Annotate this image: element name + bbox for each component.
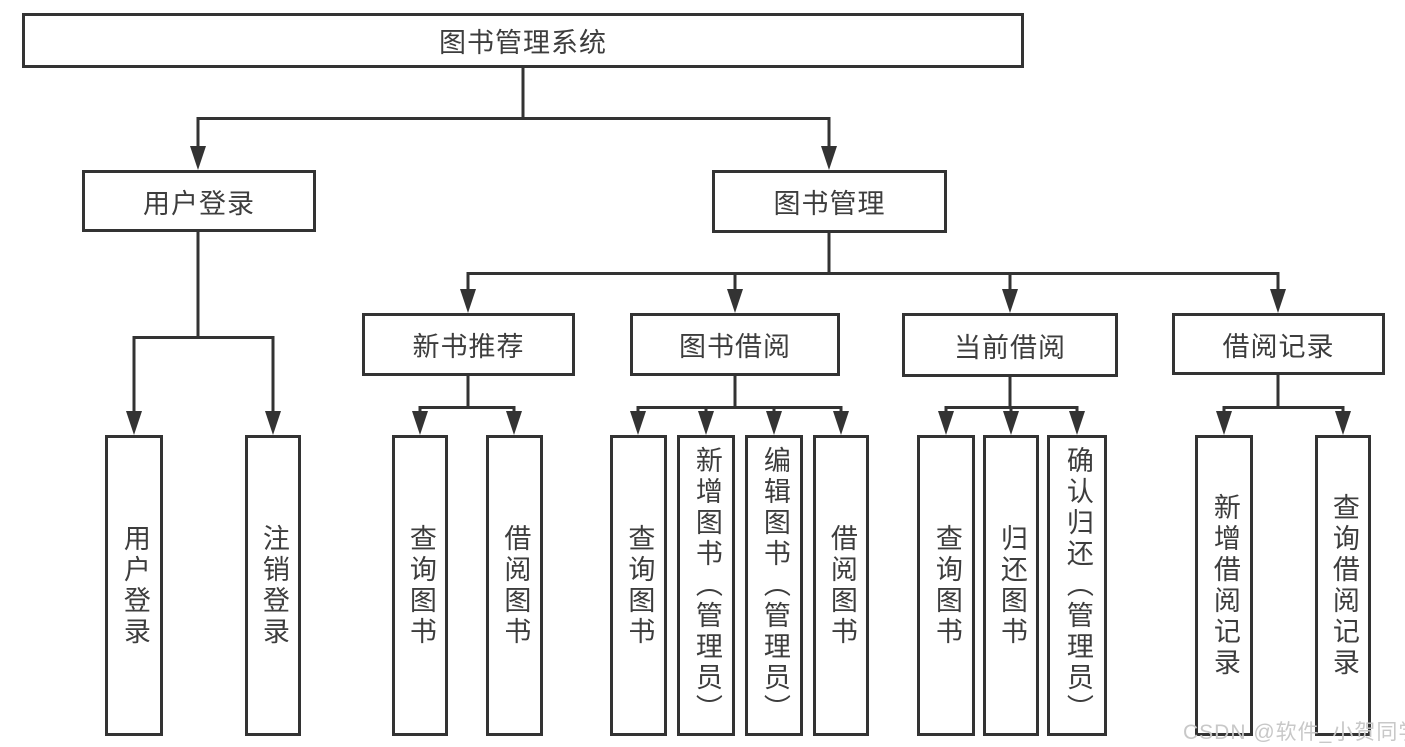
- node-user-login-leaf-label: 用户登录: [119, 523, 150, 648]
- node-query-borrow-record: 查询借阅记录: [1315, 435, 1371, 736]
- node-user-login-leaf: 用户登录: [105, 435, 163, 736]
- node-current-borrow: 当前借阅: [902, 313, 1118, 377]
- node-new-book-recommend: 新书推荐: [362, 313, 575, 376]
- node-query-borrow-record-label: 查询借阅记录: [1328, 492, 1359, 679]
- node-user-login: 用户登录: [82, 170, 316, 232]
- node-edit-book-admin: 编辑图书（管理员）: [745, 435, 803, 736]
- node-root-label: 图书管理系统: [439, 28, 607, 58]
- node-return-books: 归还图书: [983, 435, 1039, 736]
- node-borrow-books-2-label: 借阅图书: [826, 523, 857, 648]
- node-logout-leaf: 注销登录: [245, 435, 301, 736]
- node-query-books-3-label: 查询图书: [931, 523, 962, 648]
- node-borrow-books-1: 借阅图书: [486, 435, 543, 736]
- node-borrow-books-1-label: 借阅图书: [500, 523, 531, 648]
- node-query-books-1: 查询图书: [392, 435, 448, 736]
- node-query-books-2: 查询图书: [610, 435, 667, 736]
- node-borrow-records-label: 借阅记录: [1222, 331, 1335, 362]
- node-add-book-admin-label: 新增图书（管理员）: [691, 446, 722, 725]
- node-confirm-return-admin-label: 确认归还（管理员）: [1062, 446, 1093, 725]
- node-add-borrow-record-label: 新增借阅记录: [1209, 492, 1240, 679]
- node-query-books-1-label: 查询图书: [405, 523, 436, 648]
- node-edit-book-admin-label: 编辑图书（管理员）: [759, 446, 790, 725]
- node-book-management-label: 图书管理: [773, 189, 886, 219]
- node-logout-leaf-label: 注销登录: [258, 523, 289, 648]
- node-current-borrow-label: 当前借阅: [954, 332, 1066, 363]
- node-new-book-recommend-label: 新书推荐: [412, 332, 525, 362]
- node-return-books-label: 归还图书: [996, 523, 1027, 648]
- node-user-login-label: 用户登录: [143, 188, 255, 219]
- node-book-borrow-label: 图书借阅: [679, 332, 791, 362]
- node-book-management: 图书管理: [712, 170, 947, 233]
- node-query-books-2-label: 查询图书: [624, 523, 655, 648]
- node-add-borrow-record: 新增借阅记录: [1195, 435, 1253, 736]
- node-root: 图书管理系统: [22, 13, 1024, 68]
- node-query-books-3: 查询图书: [917, 435, 975, 736]
- node-borrow-records: 借阅记录: [1172, 313, 1385, 375]
- node-add-book-admin: 新增图书（管理员）: [677, 435, 735, 736]
- node-borrow-books-2: 借阅图书: [813, 435, 869, 736]
- csdn-watermark: CSDN @软件_小贺同学: [1183, 721, 1405, 744]
- node-confirm-return-admin: 确认归还（管理员）: [1047, 435, 1107, 736]
- node-book-borrow: 图书借阅: [630, 313, 840, 376]
